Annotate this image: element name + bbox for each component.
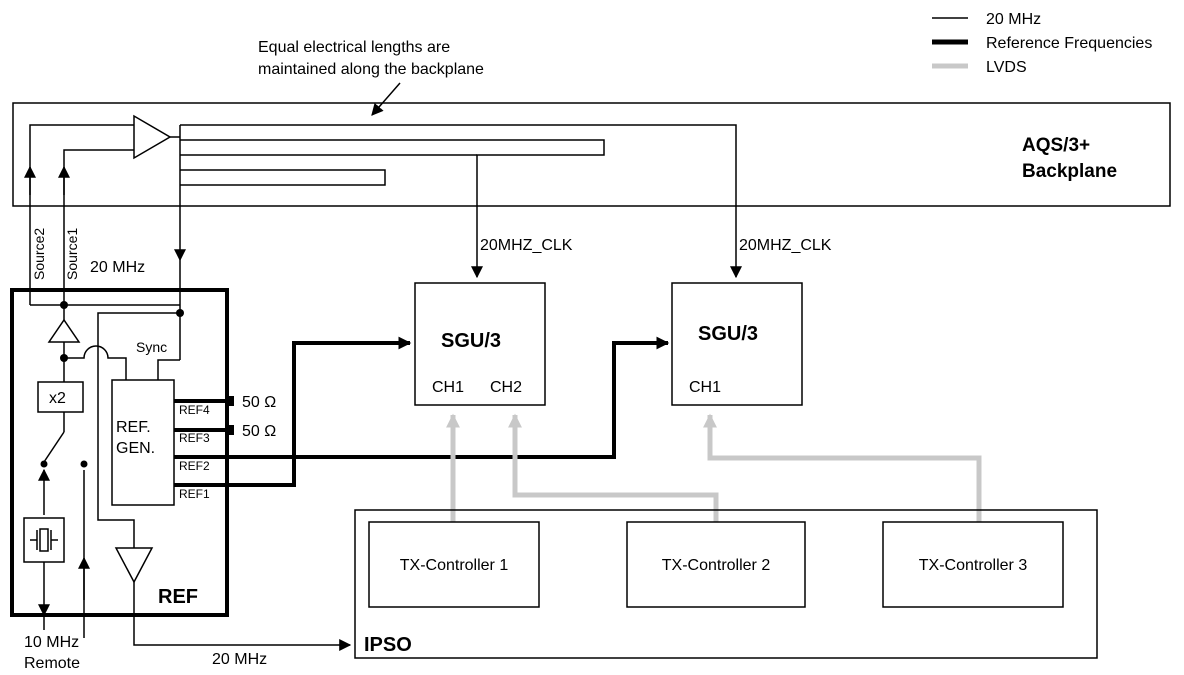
sgu2-clock-label: 20MHZ_CLK [739, 237, 832, 254]
ipso-clock-label: 20 MHz [212, 651, 267, 668]
legend-label-lvds: LVDS [986, 59, 1027, 76]
tx-controller-2-box [626, 521, 806, 608]
backplane-title-line1: AQS/3+ [1022, 135, 1090, 156]
termination-ref3: 50 Ω [242, 423, 276, 440]
backplane-buffer [133, 114, 172, 160]
backplane-box [12, 102, 1171, 207]
ext-10mhz-label: 10 MHz [24, 634, 79, 651]
ref2-route [174, 336, 670, 459]
ref-output-ref4: REF4 [179, 403, 210, 417]
backplane-trace-sgu2 [180, 124, 742, 279]
ipso-box [354, 509, 1098, 659]
ref-sync-to-gen [157, 359, 180, 380]
ref-generator-label-1: REF. [116, 419, 151, 436]
ref-crossover [64, 345, 127, 380]
termination-ref4: 50 Ω [242, 394, 276, 411]
ref-amp-up [47, 318, 81, 343]
ref-multiplier-label: x2 [49, 390, 66, 407]
backplane-trace-loop1 [180, 139, 605, 279]
legend: 20 MHz Reference Frequencies LVDS [932, 11, 1152, 76]
backplane-trace-loop2 [180, 169, 386, 186]
ref-generator-label-2: GEN. [116, 440, 155, 457]
backplane-trace-input [29, 124, 134, 195]
ref-generator-box [111, 379, 175, 506]
tx-controller-1-label: TX-Controller 1 [400, 557, 509, 574]
tx-controller-3-box [882, 521, 1064, 608]
source2-label: Source2 [31, 228, 47, 280]
tx-controller-2-label: TX-Controller 2 [662, 557, 771, 574]
legend-label-20mhz: 20 MHz [986, 11, 1041, 28]
lvds-tx3-route [703, 413, 982, 522]
sgu2-box [671, 282, 803, 406]
ref-multiplier-box [37, 381, 84, 413]
ref1-route [174, 336, 412, 487]
ref-module-box [10, 288, 229, 617]
tx-controller-3-label: TX-Controller 3 [919, 557, 1028, 574]
sgu1-title: SGU/3 [441, 330, 501, 352]
legend-label-reference: Reference Frequencies [986, 35, 1152, 52]
sgu1-ch2: CH2 [490, 379, 522, 396]
ref-sync-label: Sync [136, 339, 167, 355]
backplane-title-line2: Backplane [1022, 161, 1117, 182]
ref-switch-contact-osc [40, 460, 48, 468]
backplane-trace-feedback [63, 149, 134, 195]
ref-output-ref2: REF2 [179, 459, 210, 473]
lvds-tx2-route [508, 413, 719, 522]
ipso-clock-line [133, 582, 352, 651]
ref-sync-loop [97, 312, 180, 548]
remote-label: Remote [24, 655, 80, 672]
tx-controller-1-box [368, 521, 540, 608]
crystal-icon [30, 528, 58, 552]
ref-amp-down [114, 547, 154, 584]
ref-output-ref3: REF3 [179, 431, 210, 445]
ipso-title: IPSO [364, 634, 412, 656]
sgu1-box [414, 282, 546, 406]
ref-switch-contact-remote [80, 460, 88, 468]
sgu2-ch1: CH1 [689, 379, 721, 396]
sgu1-ch1: CH1 [432, 379, 464, 396]
ref-switch-blade [43, 431, 65, 463]
sgu2-title: SGU/3 [698, 323, 758, 345]
sgu1-clock-label: 20MHZ_CLK [480, 237, 573, 254]
ref-output-ref1: REF1 [179, 487, 210, 501]
annotation-line1: Equal electrical lengths are [258, 39, 450, 56]
annotation-line2: maintained along the backplane [258, 61, 484, 78]
annotation-arrow [371, 82, 401, 116]
source1-label: Source1 [64, 228, 80, 280]
ref-module-title: REF [158, 586, 198, 608]
ref-20mhz-label: 20 MHz [90, 259, 145, 276]
